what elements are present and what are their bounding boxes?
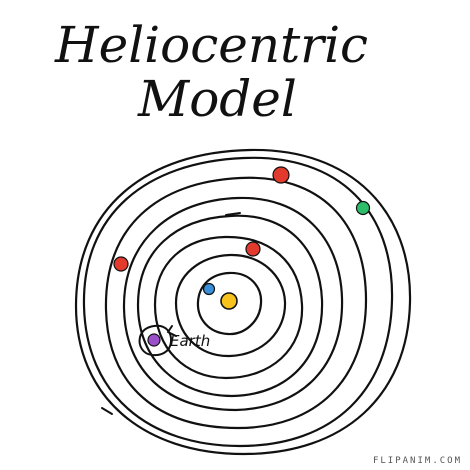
orbit-7 bbox=[82, 156, 394, 448]
sun bbox=[220, 292, 238, 310]
planet-red-top bbox=[272, 166, 290, 184]
orbit-5 bbox=[122, 196, 344, 412]
earth-highlight-circle bbox=[138, 324, 173, 357]
planet-red-left bbox=[113, 256, 129, 272]
title-line-2: Model bbox=[137, 70, 297, 128]
earth-group: Earth bbox=[138, 324, 210, 357]
orbit-3 bbox=[153, 235, 304, 380]
earth-label: Earth bbox=[170, 332, 210, 350]
orbit-8 bbox=[74, 148, 412, 456]
planet-earth bbox=[147, 333, 161, 347]
pen-mark-2 bbox=[101, 407, 113, 415]
orbit-6 bbox=[104, 176, 368, 430]
planet-red-inner bbox=[245, 241, 261, 257]
planet-green bbox=[355, 200, 371, 216]
orbit-2 bbox=[174, 253, 287, 358]
planet-blue bbox=[202, 282, 216, 296]
orbit-1 bbox=[196, 271, 263, 336]
orbit-4 bbox=[136, 214, 324, 398]
watermark: FLIPANIM.COM bbox=[372, 456, 462, 466]
title-line-1: Heliocentric bbox=[54, 16, 368, 74]
pen-mark-1 bbox=[225, 212, 241, 216]
orbit-rings bbox=[74, 148, 412, 456]
earth-arrow bbox=[167, 325, 177, 337]
